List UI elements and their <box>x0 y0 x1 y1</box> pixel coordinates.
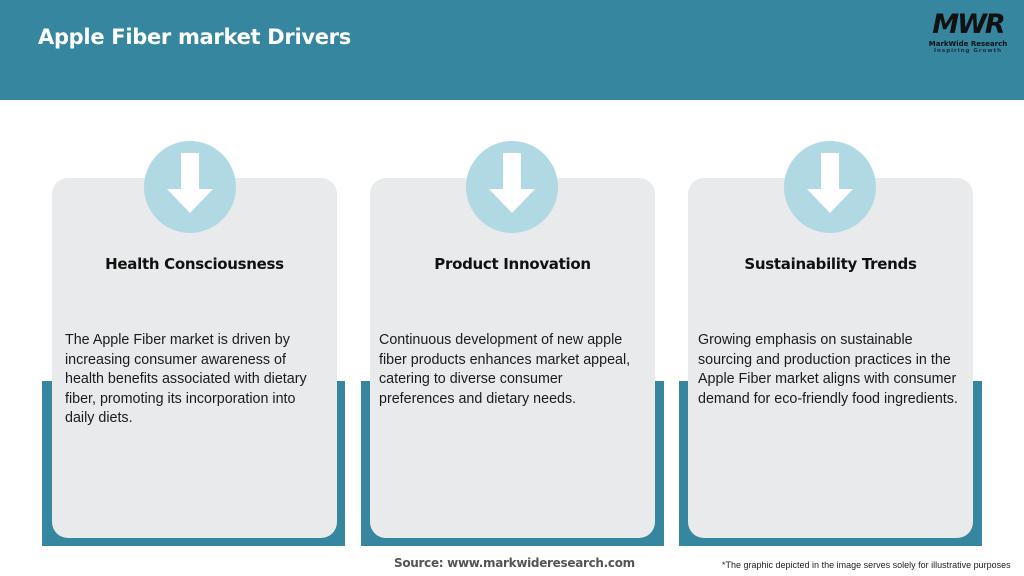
driver-card-innovation: Product Innovation Continuous developmen… <box>370 178 655 538</box>
disclaimer-note: *The graphic depicted in the image serve… <box>722 560 1011 570</box>
source-credit: Source: www.markwideresearch.com <box>394 556 635 570</box>
logo-mark: MWR <box>932 9 1005 40</box>
card-description: Growing emphasis on sustainable sourcing… <box>698 332 958 407</box>
arrow-down-icon <box>144 141 236 233</box>
logo-tagline: Inspiring Growth <box>933 48 1003 54</box>
card-description: The Apple Fiber market is driven by incr… <box>65 332 307 426</box>
arrow-down-icon <box>466 141 558 233</box>
driver-card-sustainability: Sustainability Trends Growing emphasis o… <box>688 178 973 538</box>
driver-card-health: Health Consciousness The Apple Fiber mar… <box>52 178 337 538</box>
markwide-logo: MWR MarkWide Research Inspiring Growth <box>922 10 1014 58</box>
logo-name: MarkWide Research <box>928 40 1008 48</box>
page-title: Apple Fiber market Drivers <box>38 25 351 49</box>
card-title: Product Innovation <box>434 255 591 273</box>
arrow-down-icon <box>784 141 876 233</box>
card-title: Health Consciousness <box>105 255 284 273</box>
card-title: Sustainability Trends <box>744 255 917 273</box>
header-banner: Apple Fiber market Drivers MWR MarkWide … <box>0 0 1024 100</box>
card-description: Continuous development of new apple fibe… <box>379 332 631 407</box>
